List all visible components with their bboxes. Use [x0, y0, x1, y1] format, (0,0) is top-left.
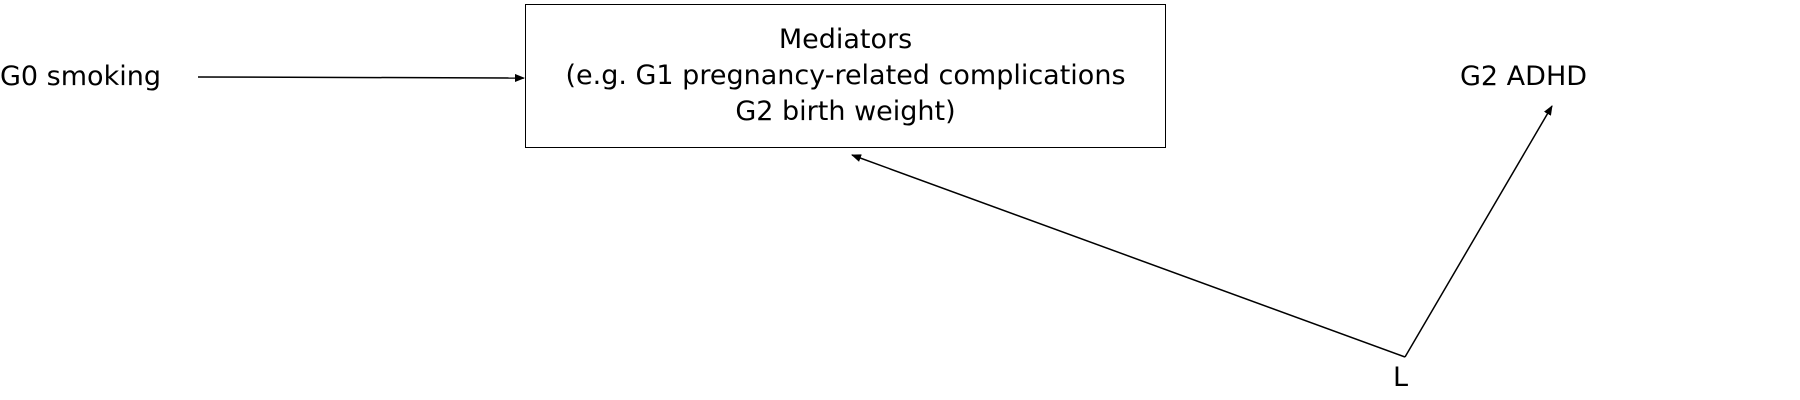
mediators-birth-weight-line: G2 birth weight) — [735, 96, 956, 127]
arrow-g0-to-mediators — [197, 73, 525, 82]
mediators-box: Mediators (e.g. G1 pregnancy-related com… — [525, 4, 1166, 148]
node-g2-adhd: G2 ADHD — [1460, 61, 1588, 92]
node-g0-smoking: G0 smoking — [0, 61, 161, 92]
arrow-l-to-mediators — [851, 154, 1406, 358]
mediators-title: Mediators — [778, 24, 913, 55]
mediators-example-line: (e.g. G1 pregnancy-related complications — [565, 60, 1126, 91]
arrow-l-to-g2-adhd — [1404, 105, 1553, 358]
node-l: L — [1393, 362, 1409, 393]
